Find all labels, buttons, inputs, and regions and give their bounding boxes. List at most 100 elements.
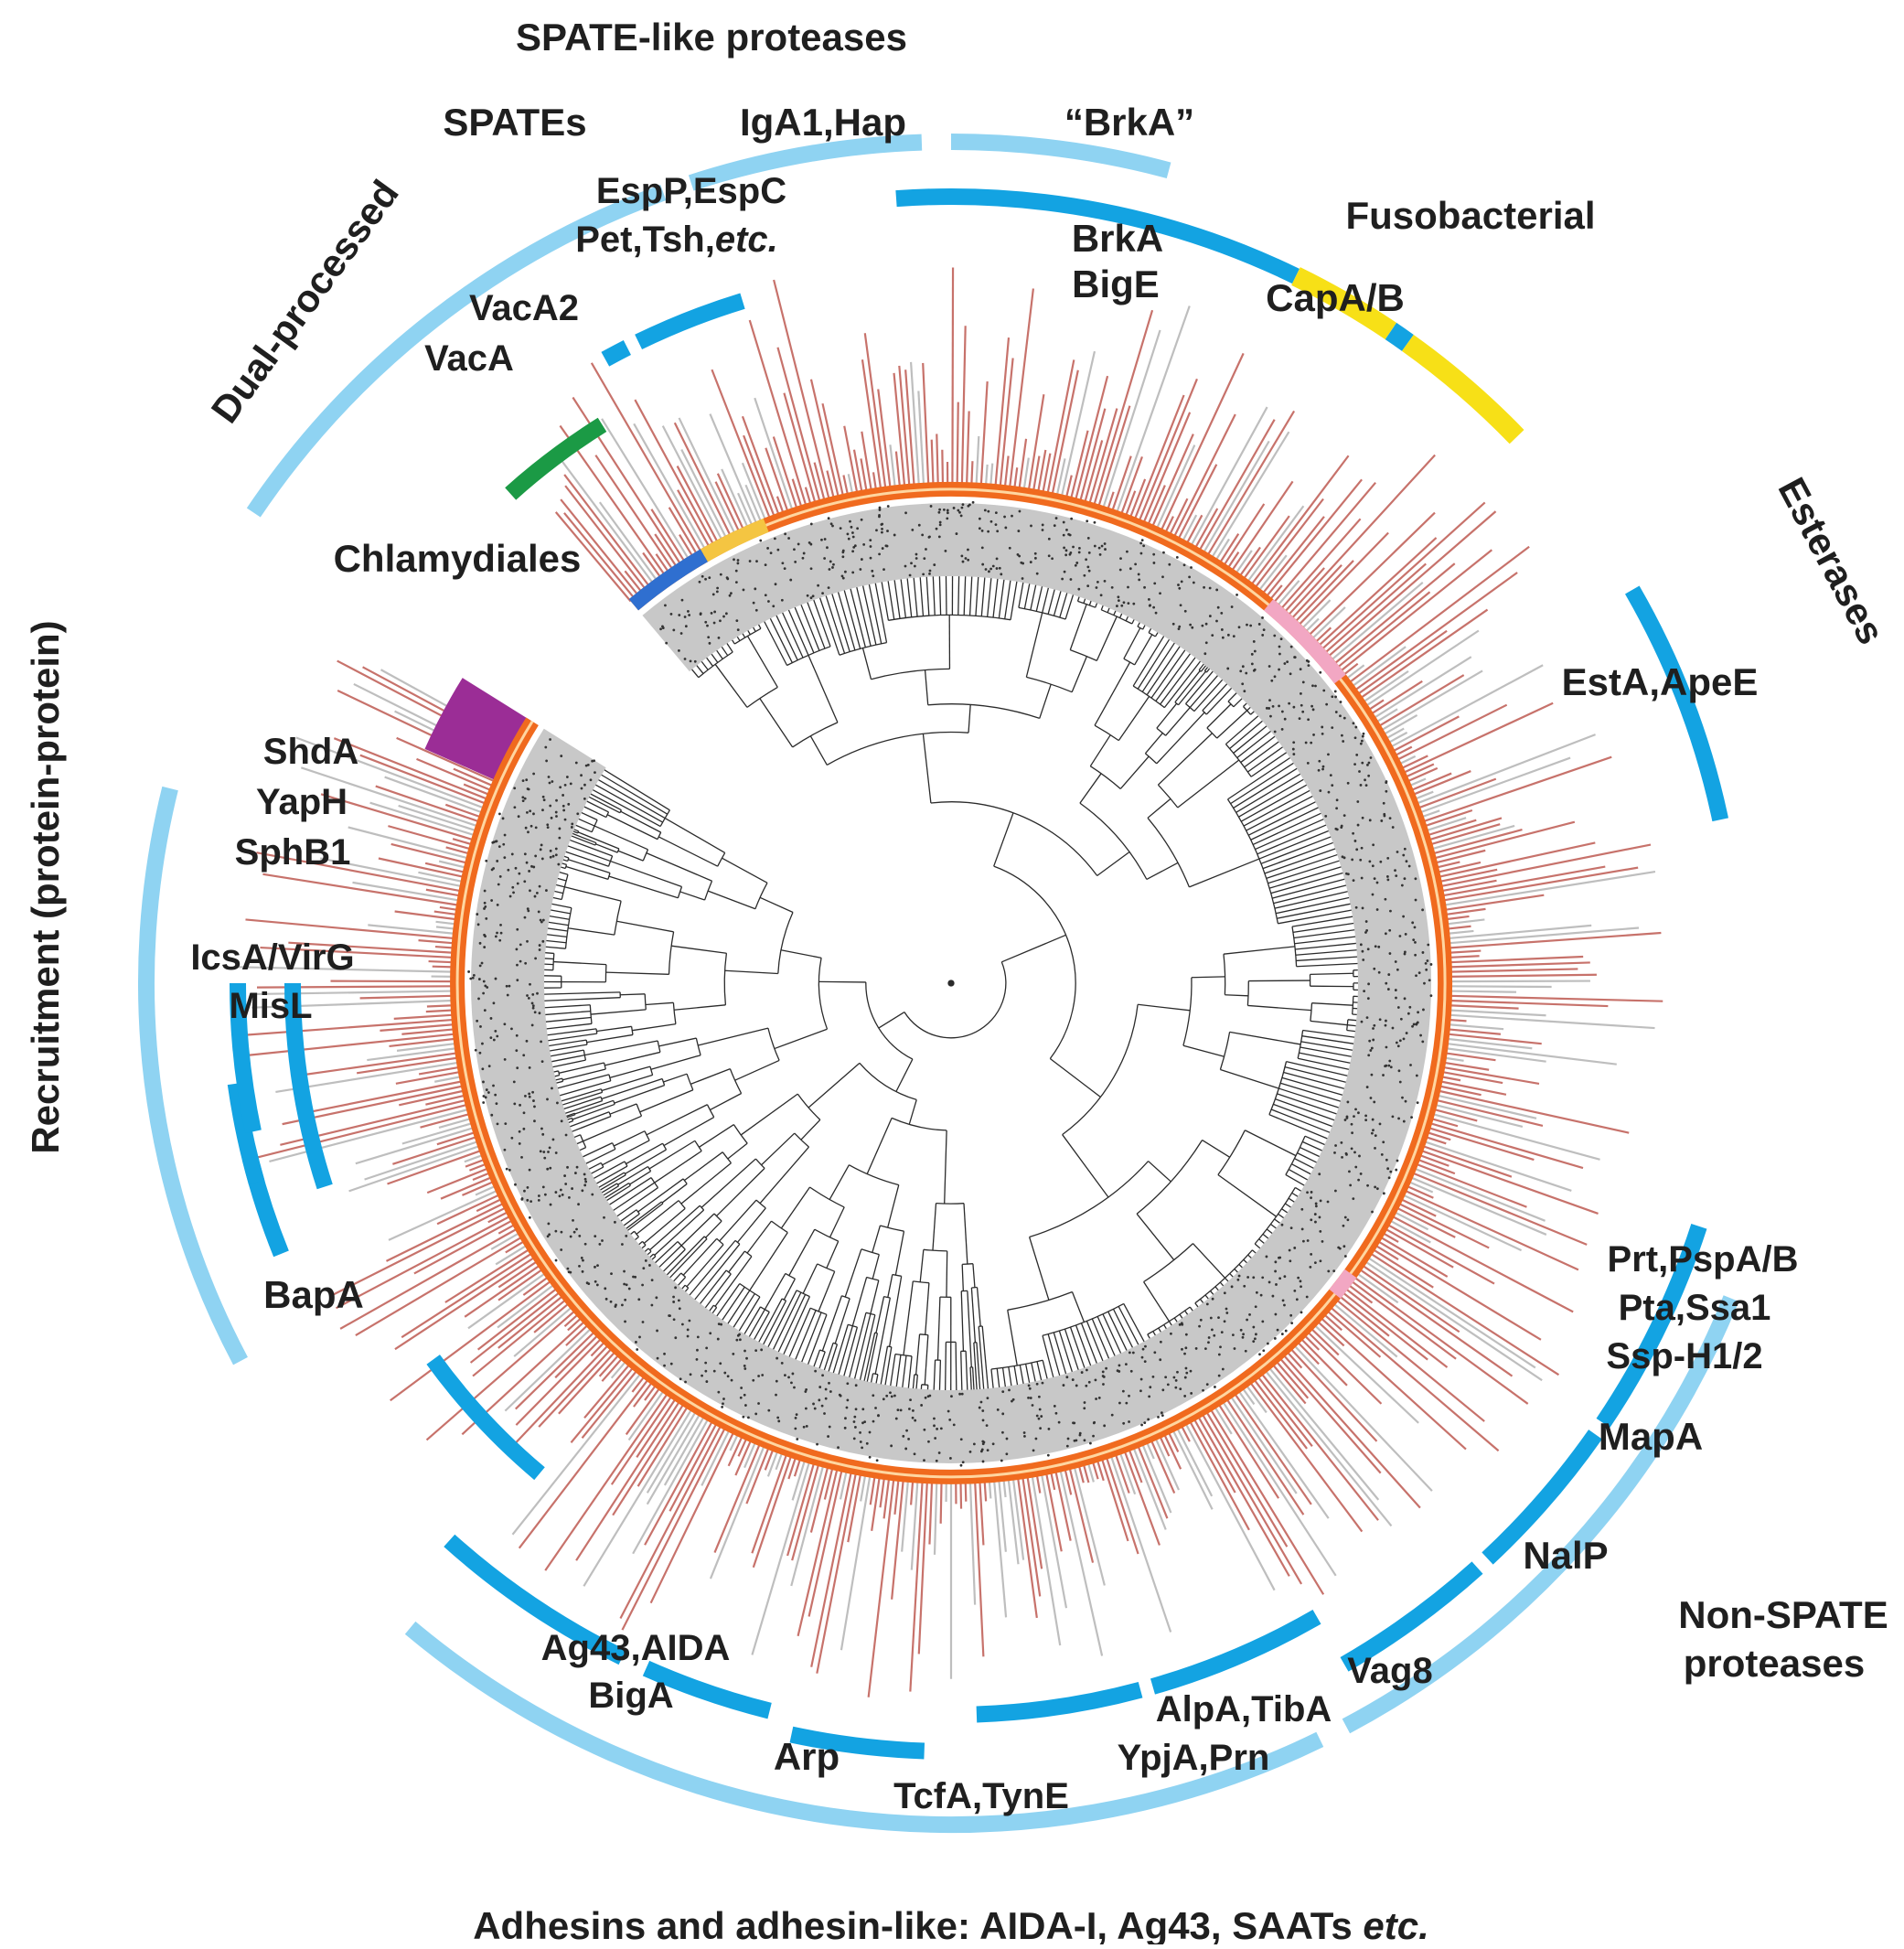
label-prt-pspab: Prt,PspA/B [1608,1239,1799,1280]
tree-arc [881,1226,904,1231]
stipple-dot [1328,791,1331,794]
purple-block [463,700,497,766]
tree-leaf [1164,1324,1167,1328]
stipple-dot [1376,882,1379,884]
tree-leaf [1252,1250,1256,1253]
tree-leaf [1270,1224,1276,1227]
stipple-dot [1342,1245,1345,1248]
stipple-dot [1159,592,1161,594]
stipple-dot [1307,664,1310,667]
outer-bar [918,391,924,485]
stipple-dot [1242,1336,1245,1339]
stipple-dot [1218,1354,1221,1356]
stipple-dot [552,1139,555,1141]
tree-arc [651,1178,658,1188]
tree-arc [645,994,646,1010]
stipple-dot [1300,704,1303,707]
stipple-dot [1118,1364,1121,1366]
stipple-dot [1240,1329,1243,1332]
stipple-dot [1292,753,1295,755]
stipple-dot [1364,778,1366,781]
outer-bar [665,1416,704,1485]
stipple-dot [984,509,987,511]
stipple-dot [938,509,941,511]
stipple-dot [1389,952,1392,955]
stipple-dot [1275,1313,1278,1316]
stipple-dot [527,830,529,833]
stipple-dot [496,860,498,862]
stipple-dot [962,1461,965,1463]
stipple-dot [1218,1375,1221,1377]
stipple-dot [709,642,711,645]
tree-leaf [946,576,947,615]
stipple-dot [1314,685,1317,688]
stipple-dot [1036,573,1039,575]
stipple-dot [1092,1435,1095,1438]
tree-edge [827,1241,839,1268]
stipple-dot [479,1052,482,1055]
stipple-dot [1370,756,1373,759]
stipple-dot [1241,682,1244,685]
stipple-dot [716,590,719,593]
stipple-dot [504,834,507,837]
tree-leaf [1302,1141,1321,1151]
stipple-dot [628,1288,631,1290]
stipple-dot [1225,1308,1228,1311]
tree-leaf [1261,837,1331,863]
tree-arc [1080,803,1147,879]
stipple-dot [818,1386,821,1388]
stipple-dot [927,1395,930,1397]
tree-leaf [573,831,578,833]
stipple-dot [1387,988,1390,991]
label-adhesins-etc: etc. [1363,1904,1428,1944]
stipple-dot [882,547,884,550]
stipple-dot [1293,656,1296,659]
outer-bar [564,1314,578,1326]
tree-leaf [554,1071,559,1072]
stipple-dot [1175,1379,1178,1382]
outer-bar [941,1482,942,1524]
ring-fusobacterial-c [1407,343,1516,437]
stipple-dot [1341,734,1343,737]
stipple-dot [1210,1317,1213,1320]
stipple-dot [745,1357,748,1360]
stipple-dot [570,1236,572,1238]
stipple-dot [1281,728,1284,731]
outer-bar [1265,1370,1391,1526]
tree-leaf [896,1355,901,1387]
tree-leaf [1054,1333,1065,1374]
stipple-dot [1334,828,1337,830]
label-chlamydiales: Chlamydiales [334,537,582,580]
stipple-dot [1125,1363,1128,1365]
stipple-dot [1254,1337,1257,1340]
label-ypja-prn: YpjA,Prn [1118,1738,1270,1778]
stipple-dot [524,916,527,919]
outer-bar [425,863,465,873]
stipple-dot [730,592,733,594]
stipple-dot [752,1379,754,1382]
stipple-dot [852,536,855,539]
stipple-dot [1402,916,1405,918]
tree-edge [616,921,673,932]
stipple-dot [531,1091,534,1094]
stipple-dot [982,1442,985,1445]
tree-arc [1070,650,1096,661]
outer-bar [418,873,463,882]
stipple-dot [524,1095,527,1098]
tree-leaf [829,1344,837,1372]
tree-arc [924,1249,947,1251]
stipple-dot [1340,1141,1342,1144]
stipple-dot [1386,857,1389,860]
stipple-dot [1272,1295,1275,1298]
stipple-dot [832,563,835,566]
stipple-dot [795,1417,797,1419]
stipple-dot [1410,1116,1413,1119]
tree-leaf [553,1060,586,1067]
stipple-dot [1383,1192,1385,1194]
stipple-dot [688,1320,690,1323]
stipple-dot [1266,1256,1268,1258]
outer-bar [1441,881,1497,891]
stipple-dot [555,1259,558,1262]
stipple-dot [1389,817,1392,819]
